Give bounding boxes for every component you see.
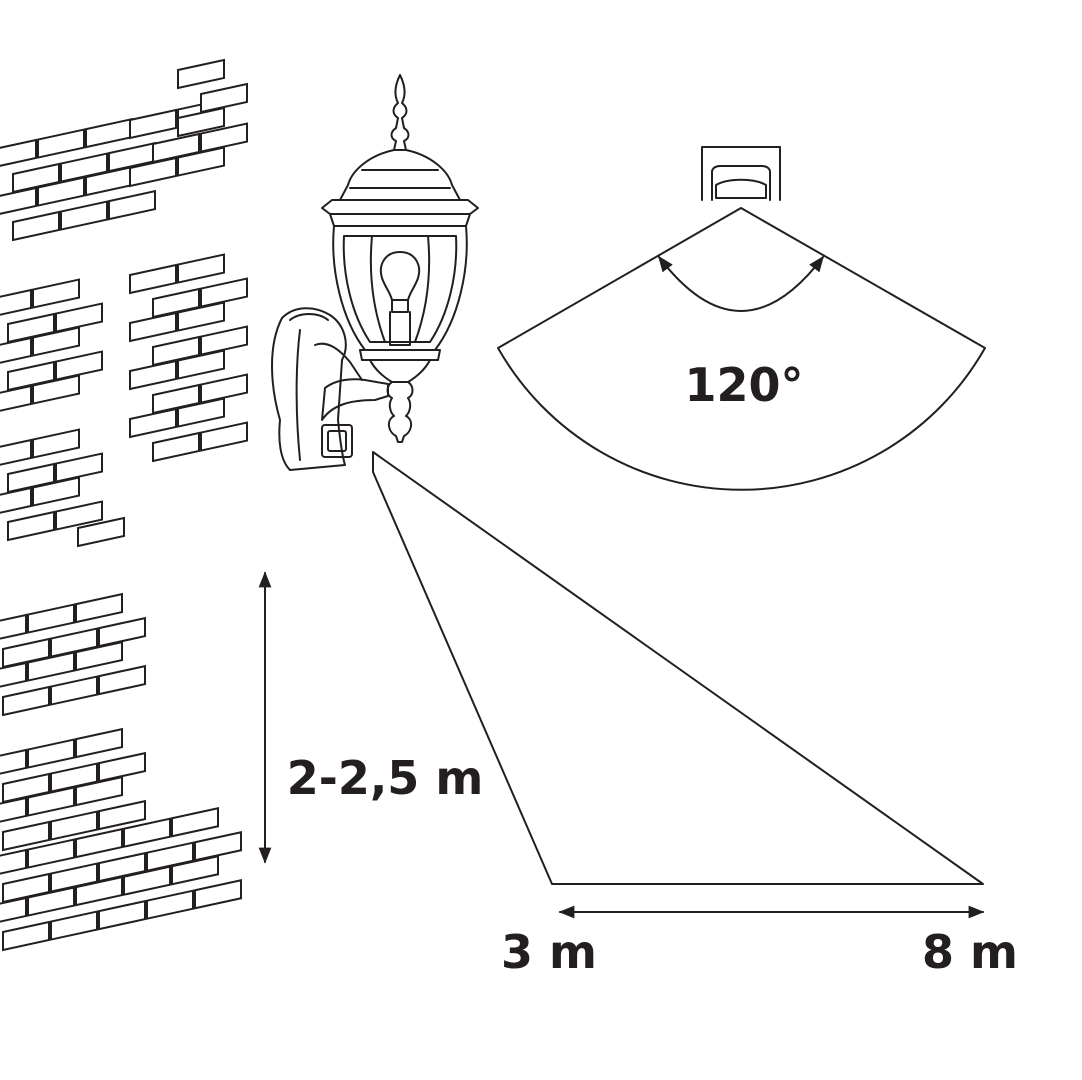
brick — [129, 263, 177, 295]
brick — [0, 748, 27, 775]
brick — [0, 138, 37, 167]
brick — [177, 397, 225, 428]
brick — [0, 486, 32, 514]
brick — [98, 899, 146, 931]
brick — [0, 613, 27, 640]
brick — [171, 855, 219, 886]
brick — [27, 651, 75, 682]
brick — [27, 786, 75, 817]
brick — [152, 431, 200, 463]
brick — [75, 775, 123, 807]
brick — [108, 189, 156, 221]
brick-wall — [0, 58, 248, 952]
brick — [129, 108, 177, 140]
brick — [200, 122, 248, 153]
motion-sensor-icon — [701, 146, 781, 201]
brick — [177, 58, 225, 90]
brick — [200, 82, 248, 114]
brick — [37, 176, 85, 207]
brick — [0, 288, 32, 316]
brick — [129, 359, 177, 391]
wall-lantern-icon — [271, 74, 479, 471]
angle-label: 120° — [684, 358, 803, 412]
brick — [32, 374, 80, 405]
brick — [171, 807, 219, 838]
brick — [98, 751, 146, 783]
distance-min-label: 3 m — [501, 925, 597, 979]
brick — [200, 325, 248, 356]
brick — [129, 156, 177, 188]
brick — [75, 875, 123, 907]
brick — [75, 827, 123, 859]
brick — [1, 920, 50, 952]
brick — [75, 727, 123, 759]
detection-angle-sector — [497, 207, 986, 491]
brick — [98, 799, 146, 831]
brick — [85, 117, 133, 149]
brick — [12, 210, 60, 242]
brick — [55, 302, 103, 333]
brick — [55, 350, 103, 381]
brick — [200, 421, 248, 452]
brick — [0, 438, 32, 466]
brick — [7, 510, 55, 542]
brick — [32, 278, 80, 309]
brick — [0, 848, 27, 875]
brick — [0, 384, 32, 412]
brick — [177, 349, 225, 380]
height-label: 2-2,5 m — [287, 751, 484, 805]
brick — [1, 820, 50, 852]
brick — [1, 685, 50, 717]
brick — [0, 896, 27, 923]
brick — [146, 889, 194, 920]
brick — [177, 301, 225, 332]
distance-max-label: 8 m — [922, 925, 1018, 979]
brick — [27, 738, 75, 769]
brick — [0, 796, 27, 823]
brick — [200, 277, 248, 308]
brick — [194, 879, 242, 910]
brick — [0, 661, 27, 688]
brick — [50, 910, 98, 941]
brick — [177, 253, 225, 284]
brick — [50, 810, 98, 841]
brick — [55, 500, 103, 531]
brick — [0, 186, 37, 215]
brick — [50, 675, 98, 706]
brick — [123, 817, 171, 848]
brick — [37, 128, 85, 159]
brick — [27, 886, 75, 917]
brick — [200, 373, 248, 404]
brick — [129, 311, 177, 343]
brick — [98, 664, 146, 696]
brick — [27, 838, 75, 869]
brick — [129, 407, 177, 439]
brick — [32, 476, 80, 507]
brick — [98, 616, 146, 648]
brick — [27, 603, 75, 634]
brick — [177, 106, 225, 138]
brick — [55, 452, 103, 483]
detection-range-triangle — [372, 451, 984, 885]
angle-arc-arrow — [658, 255, 824, 312]
brick — [177, 146, 225, 177]
brick — [60, 200, 108, 231]
brick — [194, 831, 242, 862]
brick — [0, 336, 32, 364]
brick — [75, 592, 123, 624]
brick — [77, 516, 125, 548]
brick — [32, 428, 80, 459]
brick — [123, 865, 171, 896]
brick — [32, 326, 80, 357]
brick — [75, 640, 123, 672]
